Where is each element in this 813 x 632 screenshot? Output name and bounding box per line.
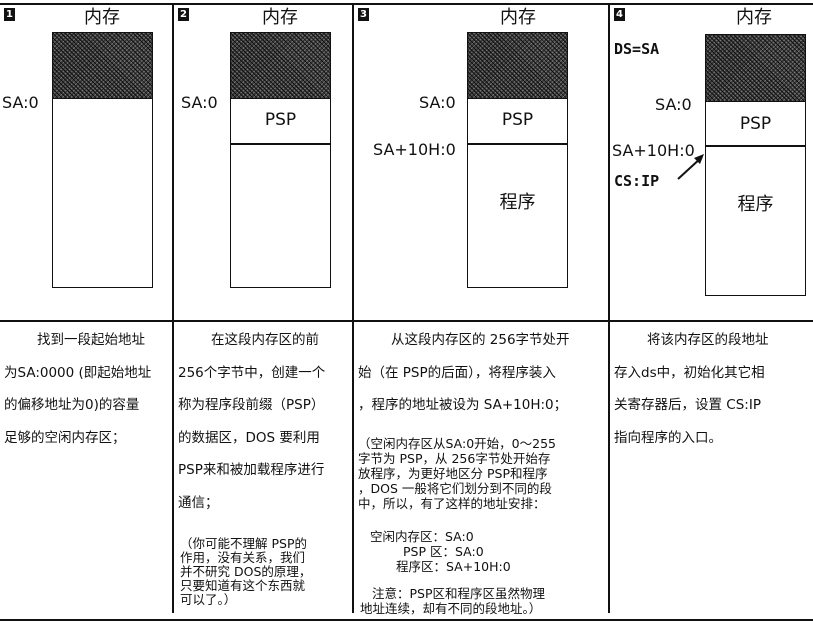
panel-4-sa10h-label: SA+10H:0 (612, 141, 695, 160)
panel-3-program-label: 程序 (499, 192, 536, 213)
panel-2-used-memory (231, 33, 330, 99)
panel-3-desc-line: 始（在 PSP的后面），将程序装入 (358, 364, 556, 381)
panel-divider-3 (608, 3, 610, 613)
panel-3-note-line: 放程序，为更好地区分 PSP和程序 (358, 466, 548, 481)
panel-3-description: 从这段内存区的 256字节处开 始（在 PSP的后面），将程序装入 ，程序的地址… (358, 324, 570, 422)
panel-3-psp-boundary (468, 143, 567, 145)
panel-divider-2 (352, 3, 354, 613)
arrangement-row: PSP 区：SA:0 (370, 544, 511, 559)
pointer-arrow-icon (677, 154, 704, 180)
panel-2-note-line: 并不研究 DOS的原理， (180, 564, 312, 579)
panel-2-desc-line: 通信； (178, 494, 219, 511)
panel-4-desc-line: 存入ds中，初始化其它相 (614, 364, 765, 381)
panel-2-desc-line: PSP来和被加载程序进行 (178, 462, 325, 478)
panel-4-program-label: 程序 (737, 194, 774, 215)
arrangement-value: ：SA:0 (442, 544, 484, 559)
panel-3-address-arrangement: 空闲内存区：SA:0 PSP 区：SA:0 程序区：SA+10H:0 (370, 529, 511, 574)
panel-1-title: 内存 (84, 7, 120, 28)
panel-2-title: 内存 (262, 7, 298, 28)
panel-4-psp-label: PSP (739, 114, 772, 134)
panel-4-description: 将该内存区的段地址 存入ds中，初始化其它相 关寄存器后，设置 CS:IP 指向… (614, 324, 769, 454)
panel-4-desc-line: 将该内存区的段地址 (647, 332, 769, 348)
arrangement-name: PSP 区 (403, 544, 443, 559)
panel-3-attention: 注意：PSP区和程序区虽然物理 地址连续，却有不同的段地址。） (360, 586, 545, 616)
panel-2-number: 2 (178, 8, 189, 21)
panel-4-psp-boundary (706, 145, 805, 147)
top-border (0, 3, 813, 5)
panel-4-title: 内存 (736, 7, 772, 28)
panel-2-note-line: 只要知道有这个东西就 (180, 578, 306, 593)
panel-3-note-line: 中，所以，有了这样的地址安排： (358, 496, 546, 511)
panel-3-number: 3 (358, 8, 369, 21)
panel-divider-1 (172, 3, 174, 613)
panel-3-note-line: （空闲内存区从SA:0开始，0～255 (358, 436, 556, 451)
panel-2-note-line: （你可能不理解 PSP的 (180, 536, 307, 551)
panel-2-note-line: 可以了。） (180, 592, 237, 607)
panel-4-csip-label: CS:IP (614, 172, 660, 190)
arrangement-value: ：SA+10H:0 (433, 559, 511, 574)
panel-3-sa-label: SA:0 (419, 93, 456, 112)
panel-1-desc-line: 找到一段起始地址 (37, 332, 145, 348)
panel-1-desc-line: 为SA:0000 (即起始地址 (4, 364, 152, 381)
panel-1-memory-block (52, 32, 153, 288)
panel-2-note: （你可能不理解 PSP的 作用，没有关系，我们 并不研究 DOS的原理， 只要知… (180, 537, 311, 607)
panel-4-desc-line: 指向程序的入口。 (614, 429, 722, 446)
arrangement-name: 程序区 (396, 559, 434, 574)
panel-3-sa10h-label: SA+10H:0 (373, 140, 456, 159)
panel-2-sa-label: SA:0 (181, 93, 218, 112)
panel-1-desc-line: 的偏移地址为0)的容量 (4, 397, 140, 413)
panel-4-number: 4 (614, 8, 625, 21)
arrangement-row: 程序区：SA+10H:0 (370, 559, 511, 574)
panel-2-memory-block: PSP (230, 32, 331, 288)
attention-line: 注意：PSP区和程序区虽然物理 (372, 586, 546, 601)
panel-3-note-line: ，DOS 一般将它们划分到不同的段 (358, 481, 552, 496)
panel-2-desc-line: 256个字节中，创建一个 (178, 364, 326, 381)
panel-4-memory-block: PSP 程序 (705, 34, 806, 296)
panel-2-description: 在这段内存区的前 256个字节中，创建一个 称为程序段前缀（PSP） 的数据区，… (178, 324, 325, 519)
panel-3-note: （空闲内存区从SA:0开始，0～255 字节为 PSP，从 256字节处开始存 … (358, 436, 556, 511)
panel-4-desc-line: 关寄存器后，设置 CS:IP (614, 397, 761, 413)
panel-1-used-memory (53, 33, 152, 99)
panel-2-desc-line: 称为程序段前缀（PSP） (178, 397, 325, 413)
panel-1-desc-line: 足够的空闲内存区； (4, 429, 126, 446)
panel-4-sa-label: SA:0 (655, 95, 692, 114)
panel-3-memory-block: PSP 程序 (467, 32, 568, 288)
attention-line: 地址连续，却有不同的段地址。） (360, 601, 542, 616)
section-separator (0, 320, 813, 322)
panel-2-psp-boundary (231, 143, 330, 145)
panel-1-number: 1 (4, 8, 15, 21)
panel-2-psp-label: PSP (264, 110, 297, 130)
panel-2-desc-line: 在这段内存区的前 (211, 332, 319, 348)
panel-1-description: 找到一段起始地址 为SA:0000 (即起始地址 的偏移地址为0)的容量 足够的… (4, 324, 151, 454)
arrangement-name: 空闲内存区 (370, 529, 433, 544)
panel-3-used-memory (468, 33, 567, 99)
panel-3-title: 内存 (500, 7, 536, 28)
panel-1-sa-label: SA:0 (2, 93, 39, 112)
panel-2-note-line: 作用，没有关系，我们 (180, 550, 306, 565)
panel-3-desc-line: 从这段内存区的 256字节处开 (391, 332, 570, 348)
arrangement-value: ：SA:0 (432, 529, 474, 544)
panel-3-psp-label: PSP (501, 110, 534, 130)
panel-2-desc-line: 的数据区，DOS 要利用 (178, 429, 320, 446)
arrangement-row: 空闲内存区：SA:0 (370, 529, 511, 544)
panel-4-used-memory (706, 35, 805, 102)
bottom-border (0, 619, 813, 621)
panel-3-note-line: 字节为 PSP，从 256字节处开始存 (358, 451, 551, 466)
panel-3-desc-line: ，程序的地址被设为 SA+10H:0； (358, 397, 568, 413)
panel-4-ds-label: DS=SA (614, 40, 660, 58)
